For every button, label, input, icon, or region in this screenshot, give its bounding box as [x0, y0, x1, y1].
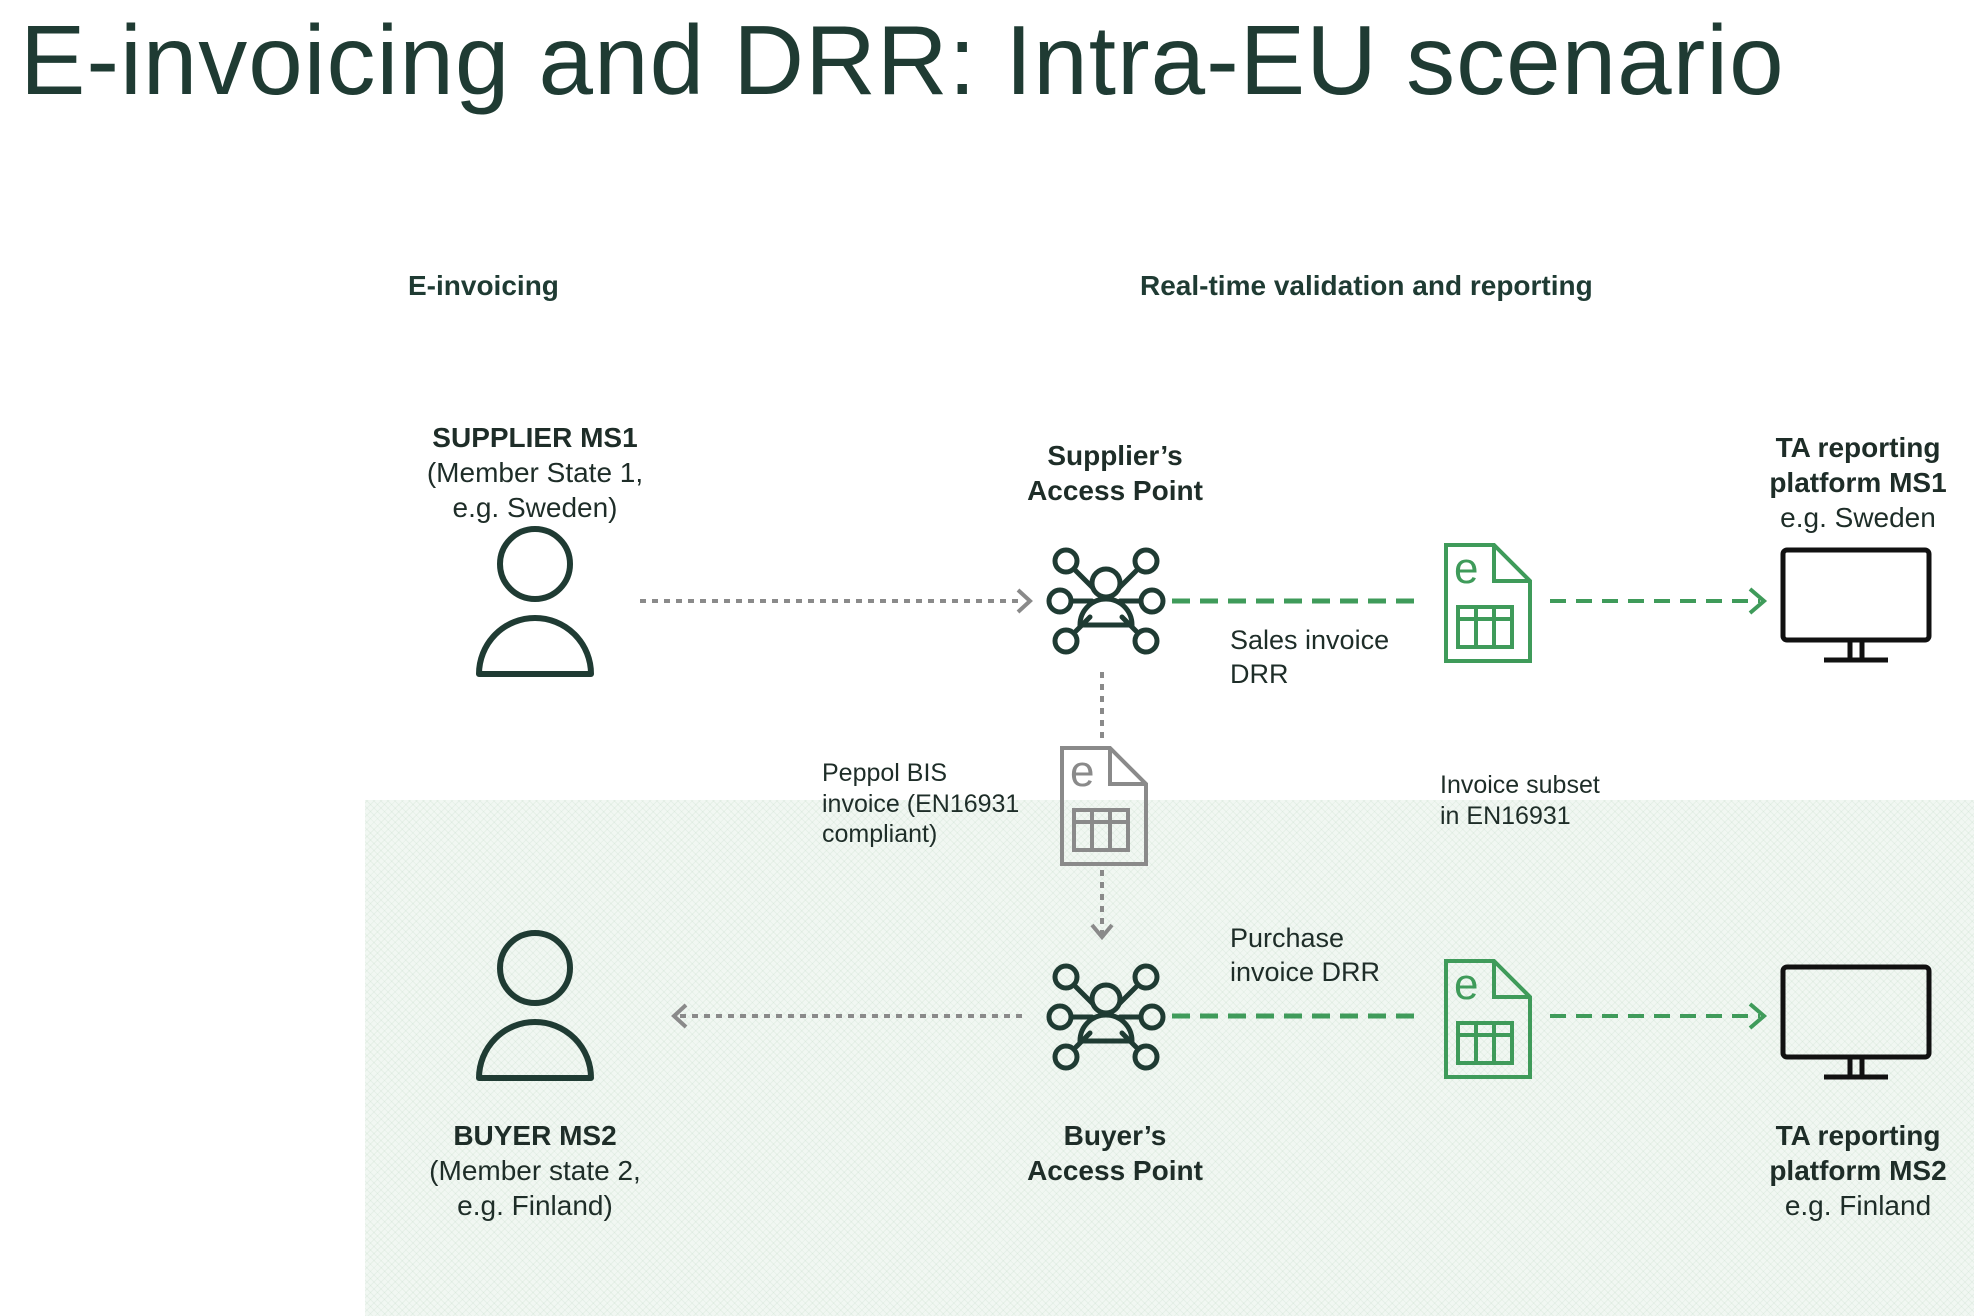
sales-drr-label: Sales invoice DRR: [1230, 624, 1389, 692]
invoice-subset-label: Invoice subset in EN16931: [1440, 770, 1600, 831]
sales-drr-document-icon: e: [1444, 543, 1532, 663]
svg-text:e: e: [1454, 544, 1478, 593]
buyer-ap-line2: Access Point: [1027, 1155, 1203, 1186]
arrow-supplier-to-ap: [640, 588, 1033, 614]
buyer-zone-background: [365, 800, 1974, 1316]
purchase-drr-line2: invoice DRR: [1230, 956, 1381, 987]
section-label-einvoicing: E-invoicing: [408, 270, 559, 301]
peppol-line2: invoice (EN16931: [822, 789, 1020, 818]
buyer-person-icon: [479, 933, 591, 1078]
buyer-access-point-hub-icon: [1049, 966, 1163, 1068]
subset-line1: Invoice subset: [1440, 771, 1600, 799]
ta-ms1-line3: e.g. Sweden: [1780, 502, 1936, 533]
peppol-invoice-document-icon: e: [1060, 746, 1148, 866]
supplier-ap-line2: Access Point: [1027, 475, 1203, 506]
buyer-line1: (Member state 2,: [429, 1155, 641, 1186]
page-title: E-invoicing and DRR: Intra-EU scenario: [20, 5, 1785, 115]
ta-ms2-line3: e.g. Finland: [1784, 1190, 1932, 1221]
peppol-line1: Peppol BIS: [822, 759, 948, 787]
ta-ms1-line1: TA reporting: [1775, 432, 1941, 463]
ta-ms2-label: TA reporting platform MS2 e.g. Finland: [1730, 1118, 1974, 1223]
supplier-line1: (Member State 1,: [426, 457, 644, 488]
supplier-person-icon: [479, 529, 591, 674]
arrow-ap-down-bottom: [1090, 870, 1114, 941]
supplier-line2: e.g. Sweden): [452, 492, 618, 523]
purchase-drr-line1: Purchase: [1230, 923, 1345, 953]
buyer-line2: e.g. Finland): [457, 1190, 613, 1221]
supplier-ap-line1: Supplier’s: [1047, 440, 1183, 471]
svg-text:e: e: [1454, 960, 1478, 1009]
arrow-doc-to-ta-ms1: [1550, 587, 1768, 615]
buyer-ap-line1: Buyer’s: [1063, 1120, 1167, 1151]
sales-drr-line1: Sales invoice: [1230, 625, 1390, 655]
purchase-drr-label: Purchase invoice DRR: [1230, 922, 1380, 990]
section-label-realtime: Real-time validation and reporting: [1140, 270, 1593, 301]
ta-ms2-monitor-icon: [1783, 967, 1929, 1077]
ta-ms2-line2: platform MS2: [1769, 1155, 1947, 1186]
subset-line2: in EN16931: [1440, 801, 1571, 830]
ta-ms1-line2: platform MS1: [1769, 467, 1947, 498]
svg-text:e: e: [1070, 747, 1094, 796]
peppol-line3: compliant): [822, 820, 938, 848]
buyer-label: BUYER MS2 (Member state 2, e.g. Finland): [385, 1118, 685, 1223]
sales-drr-line2: DRR: [1230, 658, 1289, 689]
peppol-invoice-label: Peppol BIS invoice (EN16931 compliant): [822, 758, 1019, 850]
arrow-ap-to-buyer: [671, 1003, 1026, 1029]
buyer-title: BUYER MS2: [453, 1120, 617, 1151]
supplier-access-point-label: Supplier’s Access Point: [970, 438, 1260, 508]
supplier-title: SUPPLIER MS1: [432, 422, 638, 453]
ta-ms2-line1: TA reporting: [1775, 1120, 1941, 1151]
purchase-drr-document-icon: e: [1444, 959, 1532, 1079]
ta-ms1-label: TA reporting platform MS1 e.g. Sweden: [1730, 430, 1974, 535]
arrow-doc-to-ta-ms2: [1550, 1002, 1768, 1030]
supplier-label: SUPPLIER MS1 (Member State 1, e.g. Swede…: [385, 420, 685, 525]
ta-ms1-monitor-icon: [1783, 550, 1929, 660]
supplier-access-point-hub-icon: [1049, 550, 1163, 652]
buyer-access-point-label: Buyer’s Access Point: [970, 1118, 1260, 1188]
